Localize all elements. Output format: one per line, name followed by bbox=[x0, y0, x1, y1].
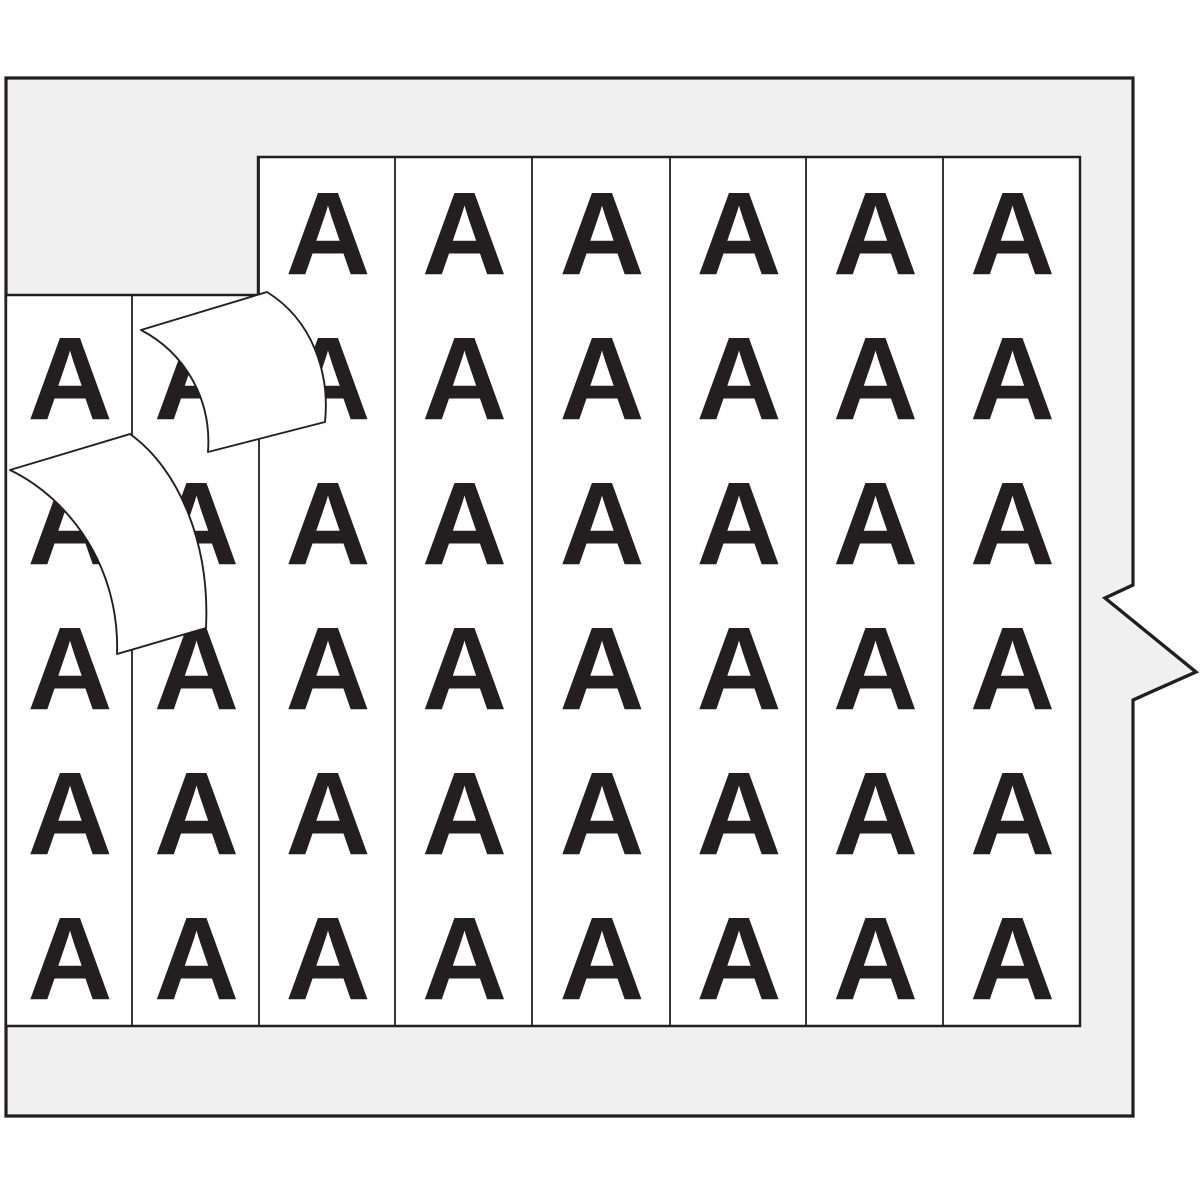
label-character: A bbox=[696, 893, 779, 1025]
label-character: A bbox=[27, 893, 110, 1025]
label-character: A bbox=[696, 168, 779, 300]
label-character: A bbox=[696, 603, 779, 735]
label-character: A bbox=[559, 458, 642, 590]
label-character: A bbox=[559, 603, 642, 735]
label-character: A bbox=[970, 893, 1053, 1025]
label-character: A bbox=[559, 168, 642, 300]
label-character: A bbox=[833, 893, 916, 1025]
label-character: A bbox=[696, 313, 779, 445]
label-character: A bbox=[833, 748, 916, 880]
label-character: A bbox=[285, 458, 368, 590]
label-character: A bbox=[422, 748, 505, 880]
label-character: A bbox=[27, 313, 110, 445]
label-character: A bbox=[422, 168, 505, 300]
label-character: A bbox=[833, 603, 916, 735]
peeled-label-upper[interactable] bbox=[140, 291, 327, 453]
label-character: A bbox=[422, 458, 505, 590]
label-character: A bbox=[970, 603, 1053, 735]
label-character: A bbox=[154, 893, 237, 1025]
label-character: A bbox=[422, 313, 505, 445]
label-character: A bbox=[285, 893, 368, 1025]
label-character: A bbox=[833, 313, 916, 445]
label-character: A bbox=[422, 603, 505, 735]
right-edge-notch bbox=[1102, 583, 1200, 702]
label-character: A bbox=[970, 168, 1053, 300]
label-character: A bbox=[27, 748, 110, 880]
label-character: A bbox=[970, 313, 1053, 445]
label-character: A bbox=[559, 748, 642, 880]
label-character: A bbox=[285, 603, 368, 735]
label-character: A bbox=[422, 893, 505, 1025]
label-character: A bbox=[970, 458, 1053, 590]
label-character: A bbox=[154, 748, 237, 880]
label-character: A bbox=[696, 748, 779, 880]
label-character: A bbox=[833, 168, 916, 300]
label-character: A bbox=[970, 748, 1053, 880]
label-character: A bbox=[285, 168, 368, 300]
label-character: A bbox=[27, 603, 110, 735]
label-character: A bbox=[559, 893, 642, 1025]
label-character: A bbox=[833, 458, 916, 590]
peeled-label-lower[interactable] bbox=[9, 433, 208, 655]
label-character: A bbox=[696, 458, 779, 590]
label-character: A bbox=[559, 313, 642, 445]
label-character: A bbox=[285, 748, 368, 880]
